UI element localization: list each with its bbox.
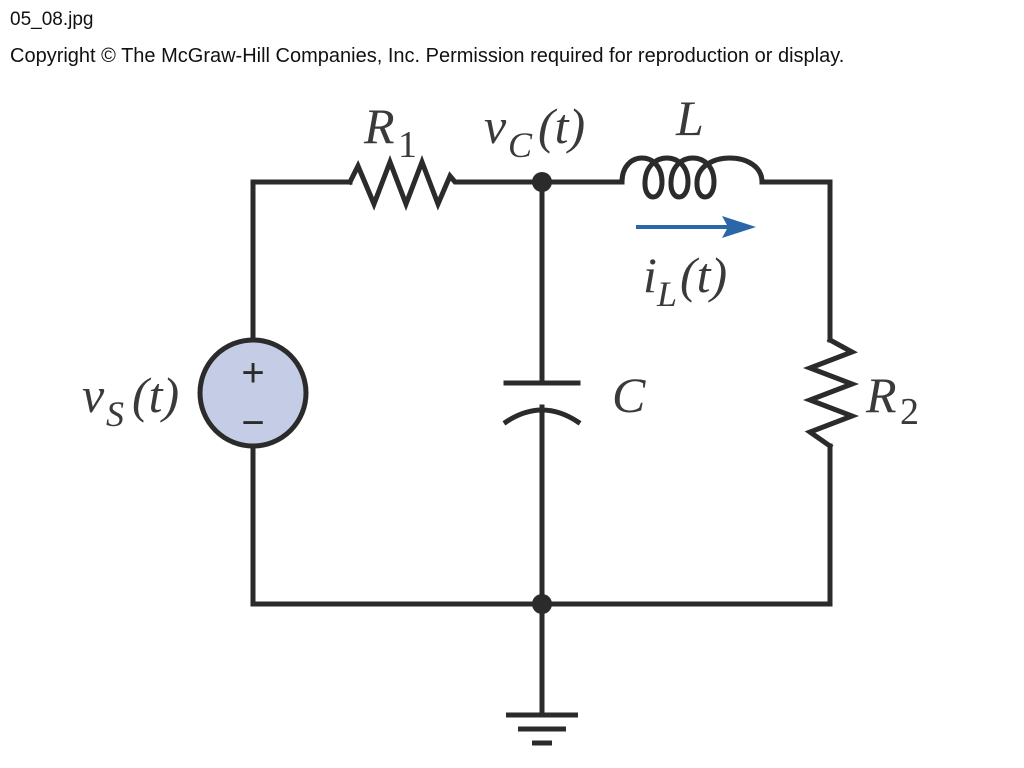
label-c: C [612,367,646,423]
copyright-notice: Copyright © The McGraw-Hill Companies, I… [10,45,845,67]
label-r2-main: R [865,367,897,423]
label-r2: R 2 [865,367,919,433]
node-ground [532,594,552,614]
label-vc-main: v [484,98,507,154]
inductor-l [619,155,765,200]
minus-sign: − [241,401,264,445]
wire-right-top [759,179,833,343]
label-l: L [675,90,704,146]
wire-left-top [250,179,353,343]
label-r1: R 1 [363,98,417,166]
resistor-r1 [346,154,545,212]
label-vs-main: v [82,367,105,423]
label-il-main: i [643,247,657,303]
label-vc-sub: C [508,125,533,165]
label-vs-sub: S [106,394,124,434]
ground-symbol [506,712,578,746]
voltage-source: + − [197,337,309,449]
image-filename: 05_08.jpg [10,9,94,30]
node-vc [532,172,552,192]
label-vs-arg: (t) [132,367,179,423]
label-r1-sub: 1 [398,124,417,166]
resistor-r2 [802,336,860,450]
label-il-sub: L [656,274,677,314]
plus-sign: + [241,351,264,395]
label-il-arg: (t) [680,247,727,303]
label-r1-main: R [363,98,395,154]
label-il: i L (t) [643,247,727,314]
current-arrow [636,216,756,238]
label-r2-sub: 2 [900,391,919,433]
label-vc-arg: (t) [538,98,585,154]
label-vc: v C (t) [484,98,585,165]
label-vs: v S (t) [82,367,179,434]
